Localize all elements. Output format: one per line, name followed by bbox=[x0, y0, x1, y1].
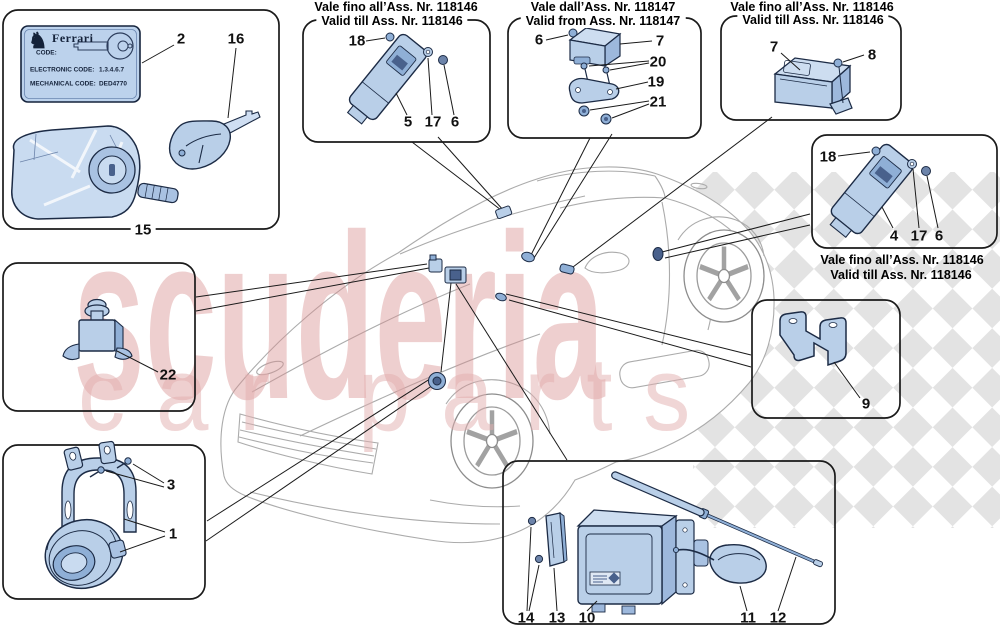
box-sensor-22 bbox=[2, 262, 196, 412]
part-9-bracket bbox=[779, 311, 861, 399]
callout-22: 22 bbox=[159, 366, 177, 384]
callout-15: 15 bbox=[130, 221, 156, 239]
part-7-ecu-till-118146 bbox=[773, 52, 865, 115]
caption-box-a-line2: Valid till Ass. Nr. 118146 bbox=[316, 14, 468, 28]
part-5-receiver-module bbox=[346, 32, 455, 125]
rear-wheel bbox=[683, 229, 765, 323]
callout-12: 12 bbox=[769, 609, 787, 627]
callout-2: 2 bbox=[176, 30, 186, 48]
part-12-antenna-rod bbox=[611, 471, 824, 568]
group-boxes bbox=[2, 9, 998, 625]
watermark-title: scuderia bbox=[73, 186, 606, 449]
callout-6d: 6 bbox=[934, 227, 944, 245]
part-22-tilt-sensor bbox=[62, 298, 159, 373]
watermark-subtitle: car parts bbox=[78, 336, 721, 453]
caption-box-d-line1: Vale fino all’Ass. Nr. 118146 bbox=[820, 253, 984, 267]
caption-box-a-line1: Vale fino all’Ass. Nr. 118146 bbox=[314, 0, 478, 14]
caption-box-d-line2: Valid till Ass. Nr. 118146 bbox=[830, 268, 972, 282]
callout-6b: 6 bbox=[534, 31, 544, 49]
callout-5: 5 bbox=[403, 113, 413, 131]
callout-lines bbox=[195, 116, 811, 542]
box-module-4 bbox=[811, 134, 998, 249]
callout-14: 14 bbox=[517, 609, 535, 627]
callout-18a: 18 bbox=[348, 32, 366, 50]
prancing-horse-icon: ♞ bbox=[28, 28, 48, 53]
callout-8: 8 bbox=[867, 46, 877, 64]
on-car-components bbox=[428, 205, 664, 390]
callout-7c: 7 bbox=[769, 38, 779, 56]
part-7-ecu-with-bracket bbox=[545, 27, 653, 125]
card-mechanical-value: DED4770 bbox=[99, 81, 127, 88]
callout-17a: 17 bbox=[424, 113, 442, 131]
callout-11: 11 bbox=[740, 609, 756, 627]
card-mechanical-label: MECHANICAL CODE: bbox=[30, 81, 96, 88]
card-electronic-label: ELECTRONIC CODE: bbox=[30, 67, 95, 74]
callout-3: 3 bbox=[166, 476, 176, 494]
callout-20: 20 bbox=[649, 53, 667, 71]
callout-17d: 17 bbox=[910, 227, 928, 245]
key-code-card bbox=[20, 25, 175, 103]
callout-1: 1 bbox=[168, 525, 178, 543]
part-14-nuts bbox=[527, 516, 544, 564]
box-ecu-antenna bbox=[502, 460, 836, 625]
callout-16: 16 bbox=[227, 30, 245, 48]
part-21-grommets bbox=[578, 105, 612, 125]
caption-box-b-line2: Valid from Ass. Nr. 118147 bbox=[520, 14, 686, 28]
card-brand: Ferrari bbox=[52, 31, 94, 45]
callout-13: 13 bbox=[548, 609, 566, 627]
spare-parts-bag bbox=[11, 125, 179, 220]
callout-10: 10 bbox=[578, 609, 596, 627]
card-electronic-value: 1.3.4.6.7 bbox=[99, 67, 125, 74]
card-code-label: CODE: bbox=[36, 50, 57, 57]
part-4-receiver-module bbox=[829, 143, 939, 239]
callout-9: 9 bbox=[861, 395, 871, 413]
part-3-screws bbox=[89, 457, 132, 478]
callout-7b: 7 bbox=[655, 32, 665, 50]
caption-box-c-line1: Vale fino all’Ass. Nr. 118146 bbox=[730, 0, 894, 14]
box-bracket-9 bbox=[751, 299, 901, 419]
part-1-siren bbox=[44, 518, 166, 590]
front-wheel bbox=[450, 393, 534, 489]
callout-19: 19 bbox=[647, 73, 665, 91]
part-11-gps-antenna bbox=[672, 544, 767, 584]
part-19-mounting-plate bbox=[568, 77, 620, 104]
part-3-siren-bracket bbox=[61, 440, 165, 533]
callout-21: 21 bbox=[649, 93, 667, 111]
car-outline-drawing bbox=[220, 166, 775, 544]
callout-18d: 18 bbox=[819, 148, 837, 166]
callout-6a: 6 bbox=[450, 113, 460, 131]
part-10-alarm-ecu bbox=[576, 509, 709, 615]
remote-key bbox=[168, 47, 261, 170]
callout-4: 4 bbox=[889, 227, 899, 245]
part-13-plate bbox=[545, 512, 568, 567]
bottom-box-leaders bbox=[526, 526, 797, 612]
caption-box-b-line1: Vale dall’Ass. Nr. 118147 bbox=[530, 0, 676, 14]
caption-box-c-line2: Valid till Ass. Nr. 118146 bbox=[737, 13, 889, 27]
